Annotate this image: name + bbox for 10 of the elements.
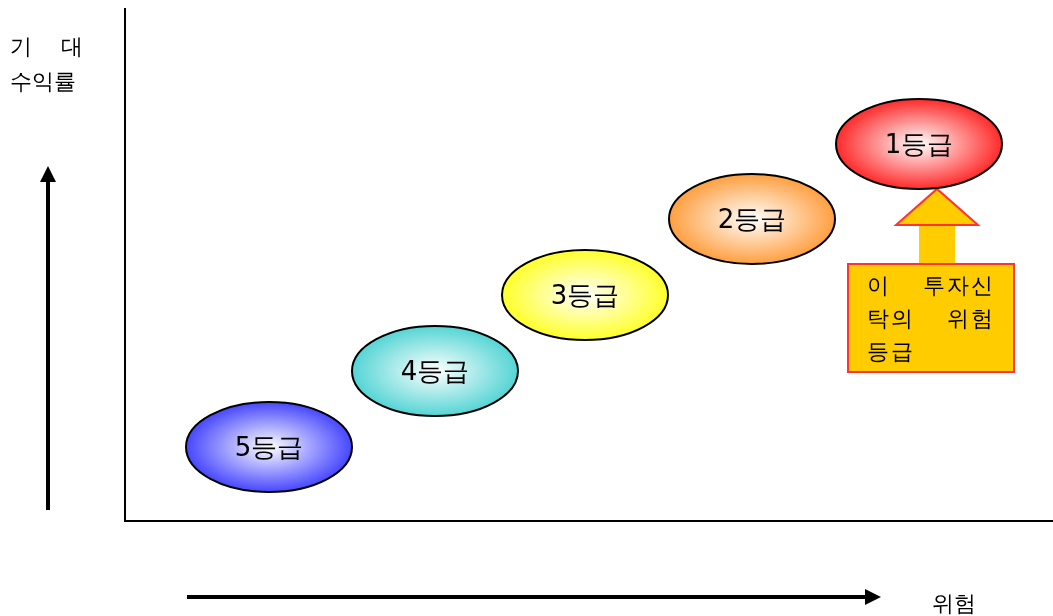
arrow (895, 187, 979, 264)
grade-label: 4등급 (399, 354, 471, 388)
grade-label: 2등급 (716, 202, 788, 236)
axis-label: 위험 (932, 590, 976, 616)
callout-box: 이 투자신탁의 위험 등급 (847, 263, 1015, 373)
grade-label: 1등급 (883, 127, 955, 161)
axis-label: 기 대 (10, 33, 83, 61)
axis-label: 수익률 (10, 68, 76, 96)
grade-label: 5등급 (233, 430, 305, 464)
grade-label: 3등급 (549, 278, 621, 312)
